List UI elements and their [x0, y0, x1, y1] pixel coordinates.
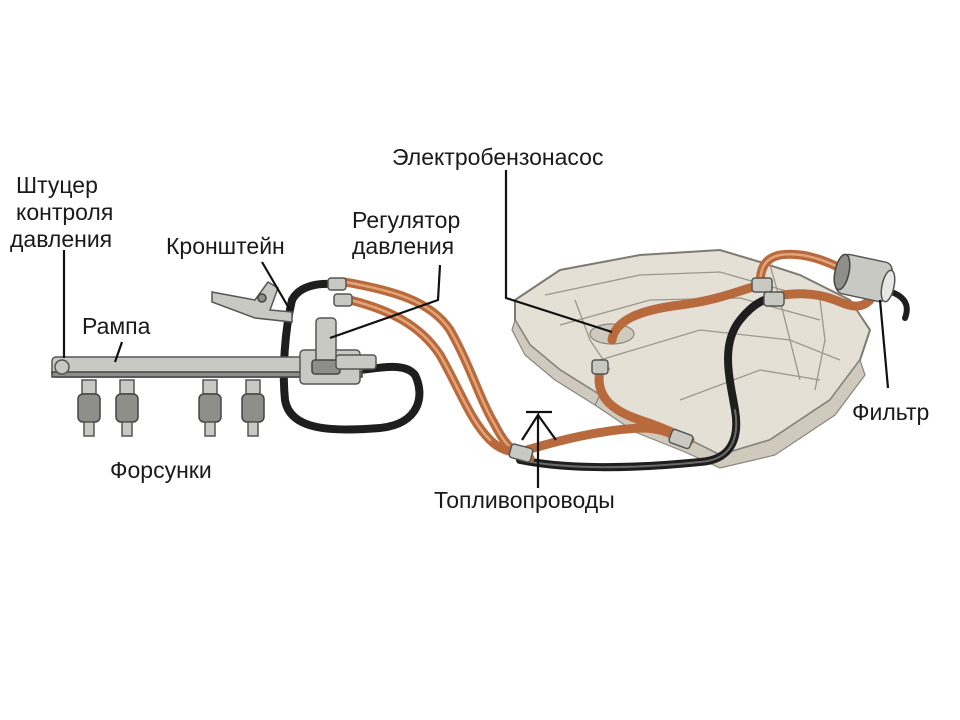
label-regulator-1: Регулятор [352, 207, 460, 233]
label-pressure-fitting-1: Штуцер [16, 172, 98, 198]
injector [115, 379, 139, 437]
label-pump: Электробензонасос [392, 144, 603, 170]
leader-pump [504, 170, 613, 334]
label-regulator-2: давления [352, 233, 454, 259]
label-rail: Рампа [82, 313, 151, 339]
leader-rail [113, 341, 124, 363]
bracket [211, 281, 293, 323]
label-injectors: Форсунки [110, 457, 212, 483]
leader-bracket [261, 261, 291, 311]
leader-regulator [329, 264, 442, 340]
label-bracket: Кронштейн [166, 233, 285, 259]
fuel-filter [833, 253, 896, 303]
injector [241, 379, 265, 437]
label-pressure-fitting-3: давления [10, 226, 112, 252]
pressure-regulator [311, 317, 377, 375]
injectors [77, 379, 265, 437]
injector [198, 379, 222, 437]
injector [77, 379, 101, 437]
labels: Штуцер контроля давления Кронштейн Регул… [10, 144, 929, 513]
leader-fuel-lines-b [537, 414, 557, 441]
leader-filter [878, 299, 890, 389]
leader-lines [62, 170, 890, 488]
label-fuel-lines: Топливопроводы [434, 487, 615, 513]
label-pressure-fitting-2: контроля [16, 199, 113, 225]
hose-fittings [327, 277, 785, 463]
label-filter: Фильтр [852, 399, 929, 425]
